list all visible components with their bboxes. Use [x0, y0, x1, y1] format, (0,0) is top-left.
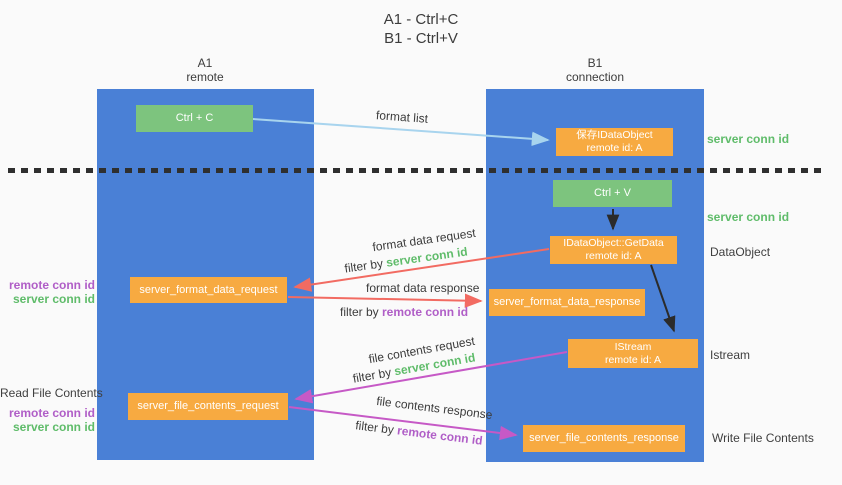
save-idataobject-line2: remote id: A [586, 142, 643, 154]
left-remote-conn-id-label-2: remote conn id [8, 406, 95, 420]
arrow-file-contents-response [288, 406, 518, 441]
arrow-getdata-to-istream [650, 264, 676, 333]
istream-side-label: Istream [710, 348, 751, 362]
arrow-format-data-request [293, 248, 550, 292]
server-format-data-response-label: server_format_data_response [493, 296, 641, 308]
server-file-contents-response-label: server_file_contents_response [529, 432, 679, 444]
arrow-format-list [252, 118, 550, 147]
arrow-format-data-response [287, 293, 483, 308]
istream-line1: IStream [614, 340, 652, 353]
istream-node[interactable]: IStream remote id: A [568, 339, 698, 368]
format-data-response-label: format data response [366, 281, 480, 295]
getdata-node[interactable]: IDataObject::GetData remote id: A [550, 236, 677, 264]
title-line-2: B1 - Ctrl+V [384, 30, 458, 47]
ctrl-c-node[interactable]: Ctrl + C [136, 105, 253, 132]
istream-line2: remote id: A [604, 353, 662, 366]
right-server-conn-id-label-1: server conn id [707, 132, 790, 146]
server-file-contents-request-label: server_file_contents_request [137, 400, 279, 412]
lane-header-a1: A1 remote [150, 56, 260, 84]
save-idataobject-line1: 保存IDataObject [576, 129, 653, 141]
left-server-conn-id-label-1: server conn id [12, 292, 95, 306]
read-file-contents-label: Read File Contents [0, 386, 103, 400]
left-remote-conn-id-label-1: remote conn id [8, 278, 95, 292]
arrow-file-contents-request [294, 351, 568, 404]
right-server-conn-id-label-2: server conn id [707, 210, 790, 224]
getdata-line1: IDataObject::GetData [563, 237, 664, 249]
server-format-data-request-label: server_format_data_request [139, 283, 278, 296]
save-idataobject-node[interactable]: 保存IDataObject remote id: A [556, 128, 673, 156]
lane-header-b1: B1 connection [540, 56, 650, 84]
server-format-data-response-node[interactable]: server_format_data_response [489, 289, 645, 316]
getdata-line2: remote id: A [585, 250, 642, 262]
lane-a1-sub: remote [186, 70, 224, 84]
left-server-conn-id-label-2: server conn id [12, 420, 95, 434]
format-data-response-filter-label: filter by remote conn id [340, 305, 468, 319]
server-format-data-request-node[interactable]: server_format_data_request [130, 277, 287, 303]
ctrl-v-node[interactable]: Ctrl + V [553, 180, 672, 207]
server-file-contents-response-node[interactable]: server_file_contents_response [523, 425, 685, 452]
dataobject-label: DataObject [710, 245, 771, 259]
write-file-contents-label: Write File Contents [712, 431, 814, 445]
copy-paste-divider-line [8, 168, 823, 173]
remote-conn-id-text: remote conn id [382, 305, 469, 319]
filter-by-text: filter by [340, 305, 383, 319]
lane-b1-sub: connection [565, 70, 625, 84]
server-file-contents-request-node[interactable]: server_file_contents_request [128, 393, 288, 420]
lane-a1-name: A1 [197, 56, 213, 70]
lane-b1-name: B1 [587, 56, 603, 70]
ctrl-c-label: Ctrl + C [175, 112, 214, 124]
diagram-title: A1 - Ctrl+C B1 - Ctrl+V [0, 10, 842, 48]
title-line-1: A1 - Ctrl+C [383, 11, 459, 28]
ctrl-v-label: Ctrl + V [594, 187, 631, 199]
